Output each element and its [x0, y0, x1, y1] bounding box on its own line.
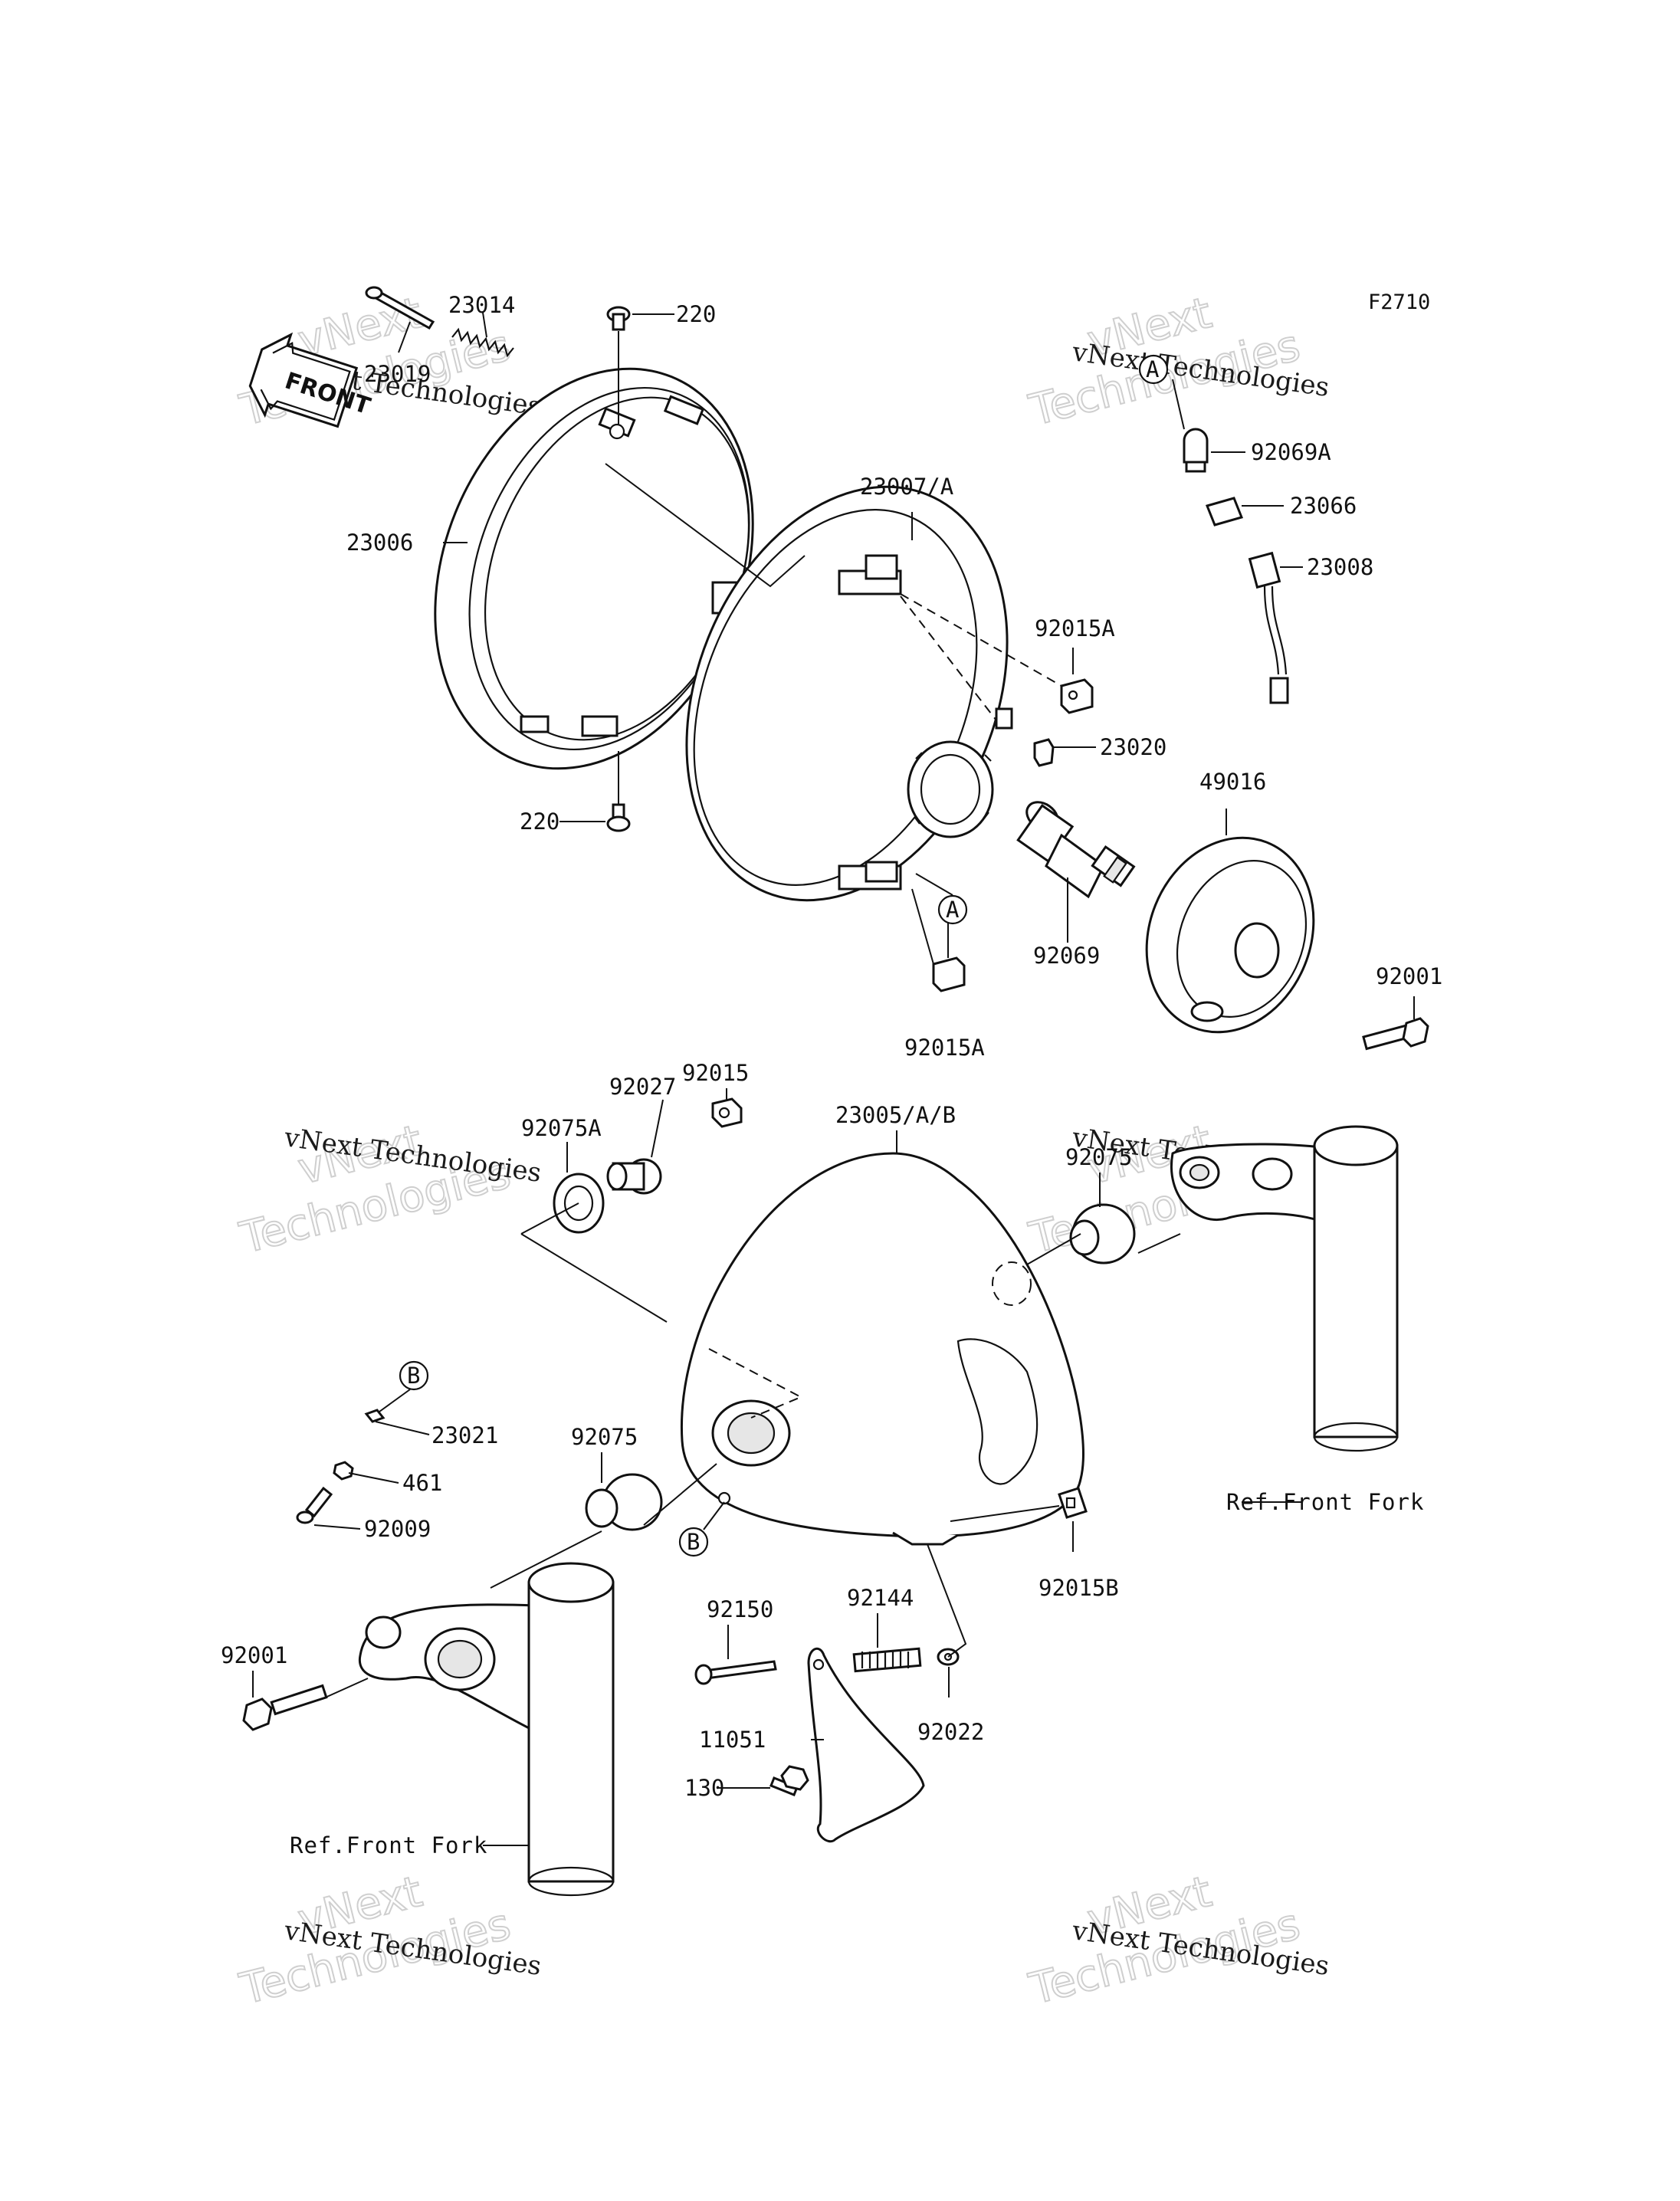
label-92150: 92150	[707, 1596, 773, 1622]
watermark-mid-left: vNext Technologies vNext Technologies	[235, 1115, 543, 1265]
spring-92144	[852, 1647, 922, 1673]
label-23021: 23021	[431, 1422, 498, 1448]
bolt-92001-right	[1362, 1017, 1429, 1051]
nut-92015a-bottom	[932, 956, 966, 992]
watermark-top-right: vNext Technologies vNext Technologies	[1024, 287, 1331, 437]
label-461: 461	[402, 1470, 442, 1496]
figure-code: F2710	[1368, 290, 1430, 314]
dust-cover-49016	[1145, 836, 1315, 1034]
label-23008: 23008	[1307, 554, 1373, 580]
label-92015b: 92015B	[1039, 1575, 1119, 1601]
headlight-rim-23006	[434, 367, 754, 770]
ref-circle-b-left: B	[379, 1360, 429, 1412]
ref-circle-b-mid: B	[678, 1501, 725, 1557]
bracket-11051	[807, 1647, 925, 1842]
svg-text:A: A	[1146, 356, 1159, 382]
label-92001-left: 92001	[221, 1642, 287, 1668]
label-11051: 11051	[699, 1727, 766, 1753]
reflector-23007	[685, 485, 1013, 902]
label-49016: 49016	[1199, 769, 1266, 795]
label-23007: 23007/A	[860, 474, 953, 500]
adjust-screw-23019	[365, 286, 435, 330]
grommet-92075-left	[585, 1473, 663, 1531]
fork-bracket-right	[1170, 1143, 1335, 1228]
screw-220-top	[606, 306, 631, 331]
label-92069a: 92069A	[1251, 439, 1331, 465]
collar-92027	[606, 1158, 662, 1195]
label-130: 130	[684, 1775, 724, 1801]
label-23006: 23006	[346, 530, 413, 556]
label-92069: 92069	[1033, 943, 1100, 969]
label-220-top: 220	[676, 301, 716, 327]
nut-92015a-top	[1060, 678, 1094, 714]
bolt-130	[769, 1765, 809, 1796]
clip-23020	[1033, 738, 1055, 767]
label-92009: 92009	[364, 1516, 431, 1542]
label-92027: 92027	[609, 1074, 676, 1100]
label-92075a: 92075A	[521, 1115, 602, 1141]
label-92075-left: 92075	[571, 1424, 638, 1450]
ref-circle-a-mid: A	[915, 873, 968, 925]
label-220-bottom: 220	[520, 809, 559, 835]
label-92022: 92022	[917, 1719, 984, 1745]
label-23066: 23066	[1290, 493, 1357, 519]
watermark-bottom-left: vNext Technologies vNext Technologies	[235, 1866, 543, 2016]
bolt-92001-left	[242, 1684, 328, 1731]
label-23019: 23019	[364, 361, 431, 387]
front-fork-tube-right	[1313, 1125, 1399, 1452]
part-labels: 220 23014 23019 23006 220 23007/A 92015A…	[221, 292, 1442, 1858]
screw-92009	[296, 1486, 333, 1524]
watermark-bottom-right: vNext Technologies vNext Technologies	[1024, 1866, 1331, 2016]
label-23014: 23014	[448, 292, 515, 318]
socket-23008	[1248, 551, 1289, 704]
label-23020: 23020	[1100, 734, 1166, 760]
svg-text:B: B	[407, 1363, 420, 1389]
label-ref-front-fork-left: Ref.Front Fork	[290, 1832, 487, 1858]
position-bulb-92069a	[1183, 428, 1209, 473]
leader-lines	[252, 312, 1415, 1846]
bulb-92069	[1016, 801, 1136, 899]
clip-23066	[1205, 497, 1244, 526]
label-92075-right: 92075	[1065, 1144, 1132, 1170]
label-92015a-bottom: 92015A	[904, 1035, 985, 1061]
nut-92015	[711, 1097, 743, 1128]
fork-bracket-left	[358, 1603, 538, 1734]
label-92015a-top: 92015A	[1035, 615, 1115, 641]
ref-circle-a-top: A	[1138, 354, 1169, 385]
spring-23014	[451, 327, 514, 358]
label-92144: 92144	[847, 1585, 914, 1611]
bolt-461	[333, 1461, 354, 1481]
nut-92015b	[1058, 1487, 1088, 1519]
label-92015: 92015	[682, 1060, 749, 1086]
label-23005: 23005/A/B	[835, 1102, 956, 1128]
svg-text:A: A	[946, 897, 959, 923]
svg-text:B: B	[687, 1529, 700, 1555]
grommet-92075-right	[1069, 1203, 1136, 1265]
headlight-housing-23005	[680, 1152, 1084, 1546]
front-fork-tube-left	[527, 1562, 615, 1897]
bolt-92150	[694, 1660, 777, 1685]
clip-23021	[364, 1409, 386, 1423]
label-ref-front-fork-right: Ref.Front Fork	[1226, 1489, 1424, 1515]
screw-220-bottom	[606, 803, 631, 832]
label-92001-right: 92001	[1376, 963, 1442, 989]
